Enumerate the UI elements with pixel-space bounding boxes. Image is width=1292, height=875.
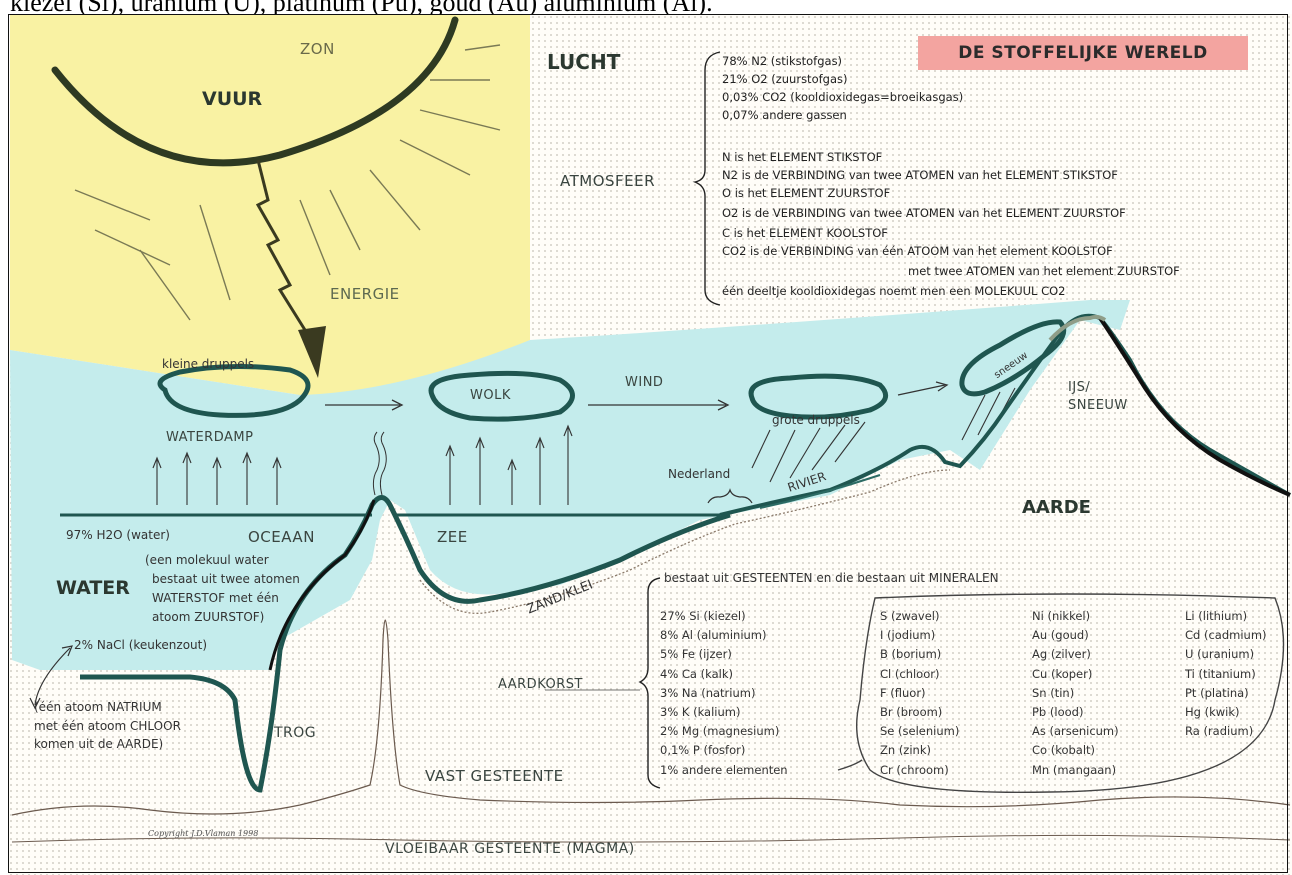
sodium-line-3: komen uit de AARDE) [34, 737, 163, 751]
crust-main-list: 27% Si (kiezel) 8% Al (aluminium) 5% Fe … [660, 607, 788, 780]
elements-connector [838, 760, 862, 770]
element-item: F (fluor) [880, 684, 959, 703]
label-kleine-druppels: kleine druppels [162, 357, 254, 371]
element-item: Li (lithium) [1185, 607, 1267, 626]
element-item: Au (goud) [1032, 626, 1119, 645]
element-item: S (zwavel) [880, 607, 959, 626]
element-item: Pt (platina) [1185, 684, 1267, 703]
atmo-line-1: 78% N2 (stikstofgas) [722, 54, 842, 68]
crust-others-col3: Li (lithium) Cd (cadmium) U (uranium) Ti… [1185, 607, 1267, 741]
atmo-line-11: met twee ATOMEN van het element ZUURSTOF [908, 264, 1180, 278]
label-grote-druppels: grote druppels [772, 413, 860, 427]
crust-others-col2: Ni (nikkel) Au (goud) Ag (zilver) Cu (ko… [1032, 607, 1119, 780]
label-energie: ENERGIE [330, 285, 400, 303]
label-trog: TROG [274, 725, 316, 741]
crust-main-item: 3% Na (natrium) [660, 684, 788, 703]
crust-main-item: 0,1% P (fosfor) [660, 741, 788, 760]
element-item: Hg (kwik) [1185, 703, 1267, 722]
element-item: Se (selenium) [880, 722, 959, 741]
label-aardkorst: AARDKORST [498, 677, 583, 692]
water-salt: 2% NaCl (keukenzout) [74, 638, 207, 652]
crust-main-item: 2% Mg (magnesium) [660, 722, 788, 741]
label-waterdamp: WATERDAMP [166, 430, 253, 445]
element-item: Ni (nikkel) [1032, 607, 1119, 626]
element-item: As (arsenicum) [1032, 722, 1119, 741]
crust-main-item: 5% Fe (ijzer) [660, 645, 788, 664]
sodium-line-1: (één atoom NATRIUM [34, 700, 162, 714]
sun-area [10, 14, 530, 395]
label-atmosfeer: ATMOSFEER [560, 172, 655, 190]
label-water: WATER [56, 577, 130, 599]
water-desc-1: (een molekuul water [145, 553, 269, 567]
water-desc-4: atoom ZUURSTOF) [152, 610, 264, 624]
label-oceaan: OCEAAN [248, 528, 315, 546]
atmo-line-12: één deeltje kooldioxidegas noemt men een… [722, 284, 1066, 298]
label-lucht: LUCHT [547, 50, 620, 74]
element-item: Cr (chroom) [880, 761, 959, 780]
element-item: Ra (radium) [1185, 722, 1267, 741]
crust-heading: bestaat uit GESTEENTEN en die bestaan ui… [664, 571, 999, 585]
mountain-dark [1100, 318, 1290, 495]
label-wind: WIND [625, 375, 663, 390]
label-aarde: AARDE [1022, 497, 1091, 518]
atmosphere-brace [695, 52, 720, 305]
crust-main-item: 8% Al (aluminium) [660, 626, 788, 645]
title-box: DE STOFFELIJKE WERELD [918, 36, 1248, 70]
water-composition: 97% H2O (water) [66, 528, 170, 542]
atmo-line-10: CO2 is de VERBINDING van één ATOOM van h… [722, 244, 1113, 258]
label-zon: ZON [300, 40, 335, 58]
atmo-line-8: O2 is de VERBINDING van twee ATOMEN van … [722, 206, 1126, 220]
label-ijs: IJS/ [1068, 380, 1090, 395]
element-item: U (uranium) [1185, 645, 1267, 664]
element-item: Cd (cadmium) [1185, 626, 1267, 645]
crust-main-item: 1% andere elementen [660, 761, 788, 780]
element-item: Sn (tin) [1032, 684, 1119, 703]
atmo-line-9: C is het ELEMENT KOOLSTOF [722, 226, 888, 240]
label-vast-gesteente: VAST GESTEENTE [425, 767, 564, 785]
element-item: Br (broom) [880, 703, 959, 722]
label-sneeuw: SNEEUW [1068, 398, 1128, 413]
label-nederland: Nederland [668, 467, 730, 481]
crust-others-col1: S (zwavel) I (jodium) B (borium) Cl (chl… [880, 607, 959, 780]
element-item: Cl (chloor) [880, 665, 959, 684]
element-item: Ag (zilver) [1032, 645, 1119, 664]
element-item: B (borium) [880, 645, 959, 664]
atmo-line-2: 21% O2 (zuurstofgas) [722, 72, 847, 86]
element-item: Co (kobalt) [1032, 741, 1119, 760]
crust-main-item: 4% Ca (kalk) [660, 665, 788, 684]
element-item: I (jodium) [880, 626, 959, 645]
atmo-line-4: 0,07% andere gassen [722, 108, 847, 122]
crust-main-item: 27% Si (kiezel) [660, 607, 788, 626]
atmo-line-7: O is het ELEMENT ZUURSTOF [722, 186, 890, 200]
water-desc-3: WATERSTOF met één [152, 591, 279, 605]
diagram-title: DE STOFFELIJKE WERELD [918, 36, 1248, 70]
atmo-line-3: 0,03% CO2 (kooldioxidegas=broeikasgas) [722, 90, 963, 104]
crust-brace [640, 578, 660, 788]
label-zee: ZEE [437, 528, 468, 546]
water-desc-2: bestaat uit twee atomen [152, 572, 300, 586]
element-item: Mn (mangaan) [1032, 761, 1119, 780]
atmo-line-5: N is het ELEMENT STIKSTOF [722, 150, 882, 164]
label-vloeibaar-gesteente: VLOEIBAAR GESTEENTE (MAGMA) [385, 841, 635, 857]
sodium-line-2: met één atoom CHLOOR [34, 719, 181, 733]
label-vuur: VUUR [202, 88, 262, 110]
atmo-line-6: N2 is de VERBINDING van twee ATOMEN van … [722, 168, 1118, 182]
element-item: Ti (titanium) [1185, 665, 1267, 684]
element-item: Pb (lood) [1032, 703, 1119, 722]
label-wolk: WOLK [470, 388, 511, 403]
element-item: Cu (koper) [1032, 665, 1119, 684]
element-item: Zn (zink) [880, 741, 959, 760]
copyright: Copyright J.D.Vlaman 1998 [148, 829, 258, 838]
crust-main-item: 3% K (kalium) [660, 703, 788, 722]
